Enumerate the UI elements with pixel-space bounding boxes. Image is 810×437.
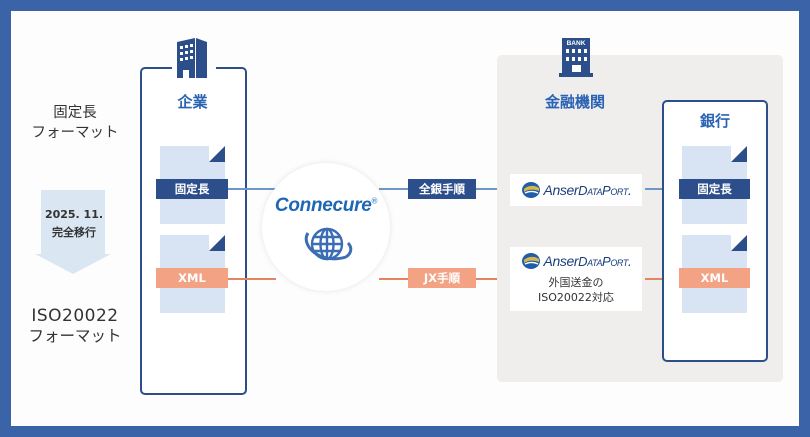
brand-part-a: Anser bbox=[543, 253, 579, 269]
bank-fixed-length-tag: 固定長 bbox=[679, 179, 750, 199]
anser-dataport-jx: AnserDataPort. 外国送金の ISO20022対応 bbox=[510, 247, 642, 311]
fixed-length-format-label: 固定長 フォーマット bbox=[20, 103, 130, 143]
corporate-box bbox=[140, 66, 247, 395]
fixed-length-label-line2: フォーマット bbox=[31, 125, 119, 141]
anser-dataport-wordmark: AnserDataPort. bbox=[543, 182, 632, 198]
bank-box bbox=[662, 100, 768, 362]
gateway-to-bank-line-xml bbox=[645, 278, 675, 280]
connecure-logo: Connecure® bbox=[262, 195, 390, 217]
corporate-fixed-length-tag: 固定長 bbox=[156, 179, 228, 199]
anser-dataport-emblem-icon bbox=[521, 182, 540, 198]
connecure-brand-text: Connecure bbox=[274, 195, 372, 216]
zengin-protocol-tag: 全銀手順 bbox=[408, 179, 476, 199]
fixed-length-label-line1: 固定長 bbox=[53, 105, 97, 121]
registered-mark: ® bbox=[371, 196, 378, 206]
migration-arrow: 2025. 11. 完全移行 bbox=[35, 190, 116, 284]
iso20022-format-label: ISO20022 フォーマット bbox=[20, 306, 130, 346]
bank-xml-tag: XML bbox=[679, 268, 750, 288]
migration-text: 2025. 11. 完全移行 bbox=[36, 206, 112, 242]
route-line-zengin-left bbox=[228, 188, 276, 190]
connecure-hub: Connecure® bbox=[262, 163, 390, 291]
page-fold-icon bbox=[209, 146, 225, 162]
anser-dataport-logo: AnserDataPort. bbox=[510, 174, 642, 206]
corporate-heading: 企業 bbox=[177, 93, 208, 111]
page-fold-icon bbox=[731, 235, 747, 251]
migration-arrow-body bbox=[41, 190, 105, 254]
bank-building-icon: BANK bbox=[559, 38, 593, 77]
page-fold-icon bbox=[209, 235, 225, 251]
corporate-xml-tag: XML bbox=[156, 268, 228, 288]
office-building-icon bbox=[177, 38, 207, 78]
route-line-jx-left bbox=[228, 278, 276, 280]
gateway-subtitle-line2: ISO20022対応 bbox=[538, 291, 614, 304]
page-fold-icon bbox=[731, 146, 747, 162]
migration-label: 完全移行 bbox=[52, 226, 96, 239]
gateway-to-bank-line-fixed bbox=[645, 188, 675, 190]
anser-dataport-zengin: AnserDataPort. bbox=[510, 174, 642, 206]
brand-part-a: Anser bbox=[543, 182, 579, 198]
bank-icon-label: BANK bbox=[567, 40, 586, 47]
anser-dataport-wordmark: AnserDataPort. bbox=[543, 253, 632, 269]
migration-date: 2025. 11. bbox=[44, 208, 104, 221]
iso20022-label-line1: ISO20022 bbox=[31, 306, 119, 326]
anser-dataport-emblem-icon bbox=[521, 253, 540, 269]
brand-part-b: DataPort bbox=[578, 183, 628, 198]
brand-part-b: DataPort bbox=[578, 254, 628, 269]
bank-heading: 銀行 bbox=[699, 112, 730, 130]
iso20022-label-line2: フォーマット bbox=[28, 327, 122, 345]
anser-dataport-logo: AnserDataPort. bbox=[510, 247, 642, 275]
financial-institution-heading: 金融機関 bbox=[544, 93, 605, 111]
gateway-subtitle-line1: 外国送金の bbox=[548, 276, 604, 289]
jx-protocol-tag: JX手順 bbox=[408, 268, 476, 288]
globe-icon bbox=[304, 227, 353, 261]
arrow-down-icon bbox=[35, 254, 111, 274]
